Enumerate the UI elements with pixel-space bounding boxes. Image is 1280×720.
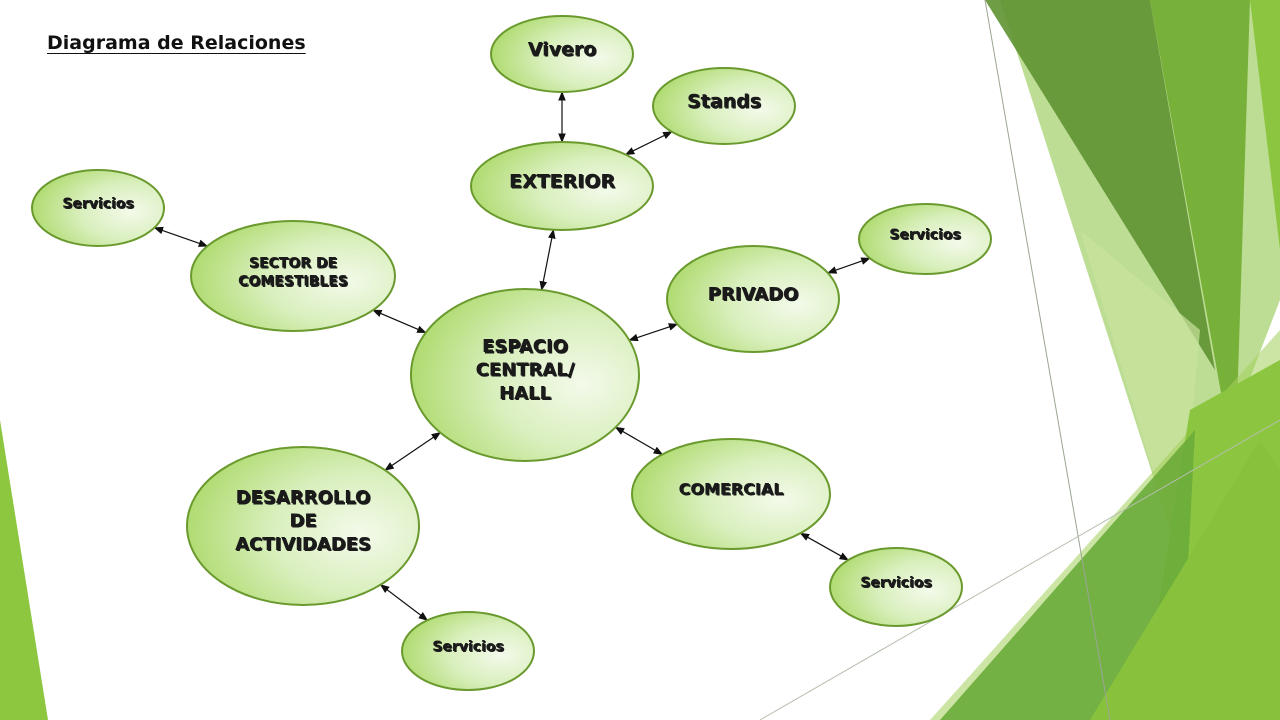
arrow-espacio-central-to-desarrollo-actividades (384, 432, 442, 471)
node-label-shadow: Servicios (63, 197, 134, 213)
node-label: DESARROLLO (236, 487, 371, 508)
node-desarrollo-actividades: DESARROLLODESARROLLODEDEACTIVIDADESACTIV… (186, 446, 420, 606)
node-label-shadow: COMERCIAL (680, 481, 785, 500)
node-label-shadow: Servicios (890, 228, 961, 244)
node-shape (31, 169, 165, 247)
node-shape (186, 446, 420, 606)
node-label-shadow: ACTIVIDADES (236, 535, 372, 556)
node-label: Servicios (62, 196, 133, 212)
node-shape (401, 611, 535, 691)
node-label: ACTIVIDADES (235, 534, 371, 555)
node-label-shadow: Stands (688, 92, 762, 114)
page-title: Diagrama de Relaciones (47, 32, 306, 54)
arrow-servicios-privado-to-privado (826, 257, 871, 274)
node-label: DE (289, 511, 316, 532)
node-label: Servicios (432, 639, 503, 655)
decor-shape (1250, 0, 1280, 250)
arrow-exterior-to-espacio-central (539, 228, 556, 291)
decor-shape (1150, 0, 1250, 470)
node-label: Servicios (889, 227, 960, 243)
arrow-comercial-to-servicios-comercial (799, 532, 850, 561)
decor-shape (1090, 440, 1280, 720)
decor-shape (0, 420, 48, 720)
arrow-servicios-comestibles-to-sector-comestibles (153, 226, 209, 247)
node-shape (858, 203, 992, 275)
node-label: HALL (499, 383, 551, 404)
node-label: COMERCIAL (679, 480, 784, 499)
arrow-espacio-central-to-comercial (614, 426, 664, 455)
node-shape (652, 67, 796, 145)
arrow-sector-comestibles-to-espacio-central (372, 309, 427, 334)
decor-shape (940, 430, 1195, 720)
node-label: EXTERIOR (509, 171, 615, 193)
node-shape (829, 547, 963, 627)
relation-nodes: ViveroViveroStandsStandsEXTERIOREXTERIOR… (31, 15, 992, 691)
decor-line (759, 419, 1280, 720)
node-label: Servicios (860, 575, 931, 591)
node-label: Vivero (528, 39, 597, 61)
node-shape (190, 220, 396, 332)
node-label-shadow: DESARROLLO (237, 488, 372, 509)
arrow-stands-to-exterior (624, 131, 673, 156)
node-label-shadow: Servicios (861, 576, 932, 592)
node-shape (666, 245, 840, 353)
node-label-shadow: CENTRAL/ (477, 361, 576, 382)
arrow-privado-to-espacio-central (628, 323, 679, 342)
node-label-shadow: SECTOR DE (250, 257, 338, 273)
node-label: ESPACIO (482, 336, 568, 357)
node-label-shadow: Vivero (529, 40, 598, 62)
node-shape (490, 15, 634, 93)
node-label: SECTOR DE (249, 255, 337, 271)
node-shape (410, 288, 640, 462)
node-label-shadow: COMESTIBLES (239, 275, 349, 291)
node-label-shadow: DE (291, 512, 318, 533)
node-label: PRIVADO (708, 284, 799, 305)
node-label-shadow: EXTERIOR (510, 172, 616, 194)
arrow-desarrollo-actividades-to-servicios-desarrollo (379, 584, 429, 621)
node-label-shadow: PRIVADO (709, 285, 800, 306)
node-shape (631, 438, 831, 550)
node-label-shadow: HALL (500, 384, 552, 405)
node-shape (470, 141, 654, 231)
decor-line (984, 0, 1111, 720)
decor-shape (985, 0, 1215, 370)
node-label: Stands (687, 91, 761, 113)
relation-arrows (153, 91, 871, 621)
node-label-shadow: Servicios (433, 640, 504, 656)
node-label: CENTRAL/ (476, 360, 575, 381)
node-label: COMESTIBLES (238, 274, 348, 290)
node-label-shadow: ESPACIO (483, 337, 569, 358)
